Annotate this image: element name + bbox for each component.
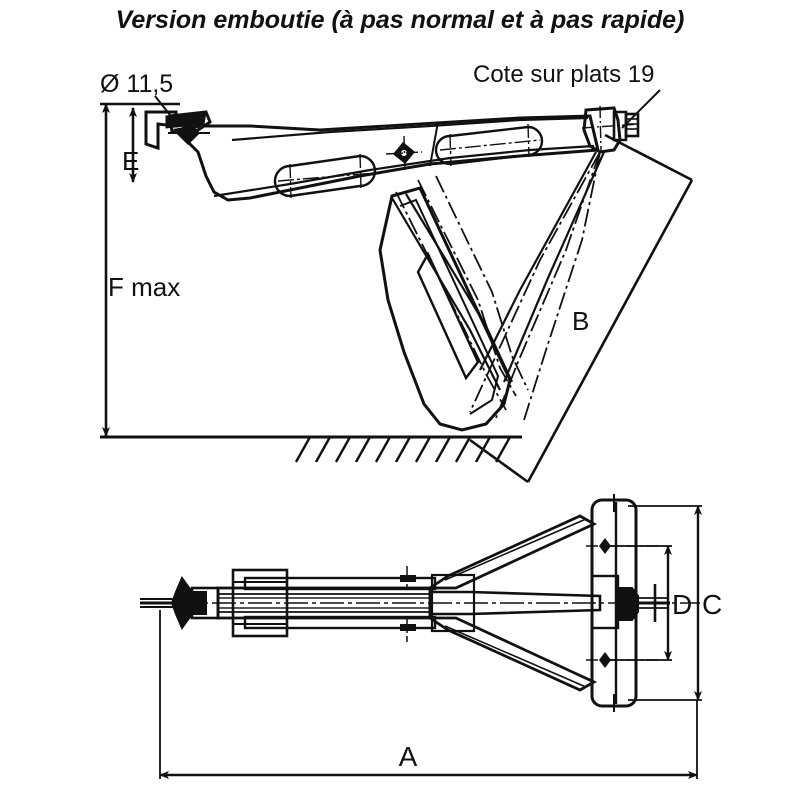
pivot-boss-upper <box>400 575 416 582</box>
c-label: C <box>702 589 722 620</box>
screw-housing <box>231 568 289 638</box>
stamped-slot-left <box>273 153 377 199</box>
phantom-link-3 <box>479 151 597 371</box>
slot-left-cross-2 <box>359 153 362 189</box>
slot-right-cross-2 <box>527 123 530 158</box>
fork-leg-lower <box>425 616 598 692</box>
slot-right-cross-1 <box>449 133 452 167</box>
center-spine-collar <box>430 573 476 633</box>
dimension-e: E <box>122 107 139 183</box>
phantom-link-4 <box>502 151 606 383</box>
diameter-label: Ø 11,5 <box>100 70 173 98</box>
dimension-c: C <box>628 505 722 701</box>
slot-left-cross-1 <box>289 163 292 199</box>
phantom-link-2 <box>405 193 513 383</box>
fork-leg-upper <box>425 514 598 590</box>
b-lower-extension <box>469 438 529 484</box>
hex-nut-body <box>612 110 628 142</box>
a-label: A <box>399 741 418 772</box>
center-hole-v-centerline <box>403 135 406 171</box>
ground-line-group <box>294 435 522 463</box>
dimension-d: D <box>610 545 692 661</box>
stamped-slot-right <box>434 123 544 167</box>
phantom-solid-links <box>391 151 606 391</box>
slot-left-outline <box>273 154 377 198</box>
jack-head-bracket <box>144 110 178 151</box>
b-label: B <box>572 306 589 336</box>
lower-arm-bracket <box>416 251 480 381</box>
upper-arm <box>172 114 600 202</box>
hex-nut-flats <box>624 112 640 138</box>
e-label: E <box>122 146 139 176</box>
fork-leg-lower-crease <box>444 625 587 688</box>
across-flats-leader-line <box>621 89 661 129</box>
b-dimension-line <box>526 179 694 483</box>
phantom-arm-c <box>469 151 601 413</box>
plate-hole-upper <box>599 538 611 554</box>
upper-arm-seam <box>429 121 439 167</box>
d-label: D <box>672 589 692 620</box>
crank-hex-nut <box>170 575 207 631</box>
hub-nut <box>619 587 639 621</box>
center-hole <box>385 135 423 171</box>
phantom-arm-f <box>395 191 507 411</box>
slot-right-outline <box>434 125 544 166</box>
fmax-label: F max <box>108 272 180 302</box>
phantom-link-1 <box>391 197 501 391</box>
slot-left-centerline <box>277 172 376 182</box>
across-flats-note: Cote sur plats 19 <box>473 61 654 88</box>
pivot-boss-lower <box>400 624 416 631</box>
plate-hole-lower <box>599 652 611 668</box>
nut-block-v-centerline <box>599 105 602 153</box>
upper-arm-top-fold <box>231 116 589 142</box>
base-plate-outline <box>590 498 638 708</box>
base-plate-boss <box>590 574 620 630</box>
ground-hatching <box>294 436 512 463</box>
drawing-title: Version emboutie (à pas normal et à pas … <box>116 6 685 34</box>
b-upper-extension <box>604 133 693 182</box>
base-plate <box>586 494 660 712</box>
center-hole-h-centerline <box>385 151 423 155</box>
pivot-ticks <box>400 566 416 642</box>
fork-leg-upper-crease <box>444 518 587 581</box>
dimension-b: B <box>469 133 694 484</box>
housing-ribs <box>232 569 288 637</box>
slot-right-centerline <box>439 139 541 151</box>
lower-arm-outline <box>378 186 512 432</box>
dimension-a: A <box>159 610 698 779</box>
elevation-view: Ø 11,5 F max E Cote sur plats 19 <box>100 61 694 484</box>
plan-view: D C A <box>140 494 722 779</box>
center-spine-outline <box>428 590 602 616</box>
spindle-nut-block <box>581 105 641 154</box>
center-spine <box>428 573 602 633</box>
jack-head-shadow <box>165 111 207 129</box>
phantom-arm-e <box>523 151 601 421</box>
fork-legs <box>425 514 598 692</box>
